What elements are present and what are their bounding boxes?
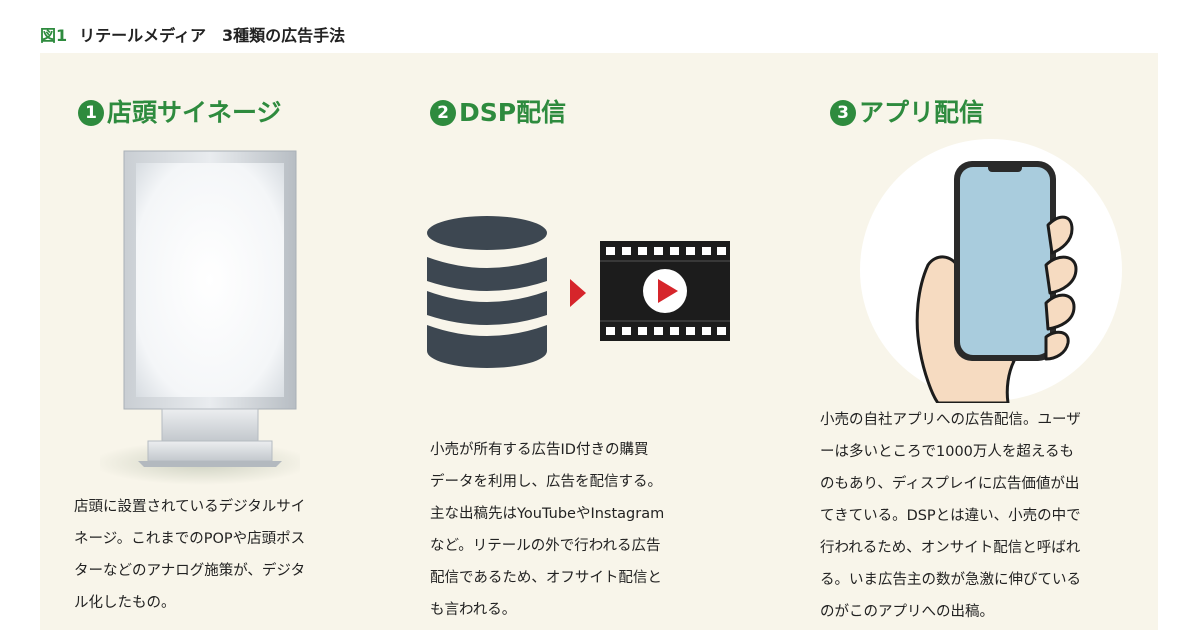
- section-number-badge: 3: [830, 100, 856, 126]
- section-title: アプリ配信: [859, 98, 985, 127]
- section-number-badge: 1: [78, 100, 104, 126]
- description-line: ターなどのアナログ施策が、デジタ: [74, 563, 306, 579]
- section-number-badge: 2: [430, 100, 456, 126]
- description-line: ネージ。これまでのPOPや店頭ポス: [74, 531, 306, 547]
- description-line: 小売の自社アプリへの広告配信。ユーザ: [820, 412, 1081, 428]
- description-line: も言われる。: [430, 602, 517, 618]
- description-line: てきている。DSPとは違い、小売の中で: [820, 508, 1081, 524]
- section-title: DSP配信: [459, 98, 567, 127]
- description-line: のもあり、ディスプレイに広告価値が出: [820, 476, 1080, 492]
- section-description: 小売が所有する広告ID付きの購買 データを利用し、広告を配信する。 主な出稿先は…: [430, 434, 750, 626]
- description-line: ーは多いところで1000万人を超えるも: [820, 444, 1074, 460]
- description-line: 小売が所有する広告ID付きの購買: [430, 442, 649, 458]
- digital-signage-icon: [100, 150, 300, 485]
- figure-title: 図1 リテールメディア 3種類の広告手法: [40, 22, 345, 46]
- section-description: 小売の自社アプリへの広告配信。ユーザ ーは多いところで1000万人を超えるも の…: [820, 404, 1155, 628]
- description-line: 店頭に設置されているデジタルサイ: [74, 499, 306, 515]
- smartphone-in-hand-icon: [860, 139, 1122, 403]
- video-film-icon: [600, 241, 730, 341]
- figure-title-text: リテールメディア 3種類の広告手法: [79, 26, 346, 45]
- description-line: データを利用し、広告を配信する。: [430, 474, 662, 490]
- description-line: る。いま広告主の数が急激に伸びている: [820, 572, 1081, 588]
- arrow-right-icon: [570, 279, 586, 307]
- section-description: 店頭に設置されているデジタルサイ ネージ。これまでのPOPや店頭ポス ターなどの…: [74, 491, 374, 619]
- description-line: 行われるため、オンサイト配信と呼ばれ: [820, 540, 1081, 556]
- description-line: など。リテールの外で行われる広告: [430, 538, 661, 554]
- description-line: のがこのアプリへの出稿。: [820, 604, 994, 620]
- description-line: 配信であるため、オフサイト配信と: [430, 570, 662, 586]
- figure-number: 図1: [40, 26, 68, 45]
- database-icon: [427, 216, 547, 368]
- section-title: 店頭サイネージ: [107, 98, 282, 127]
- description-line: 主な出稿先はYouTubeやInstagram: [430, 506, 665, 522]
- description-line: ル化したもの。: [74, 595, 176, 611]
